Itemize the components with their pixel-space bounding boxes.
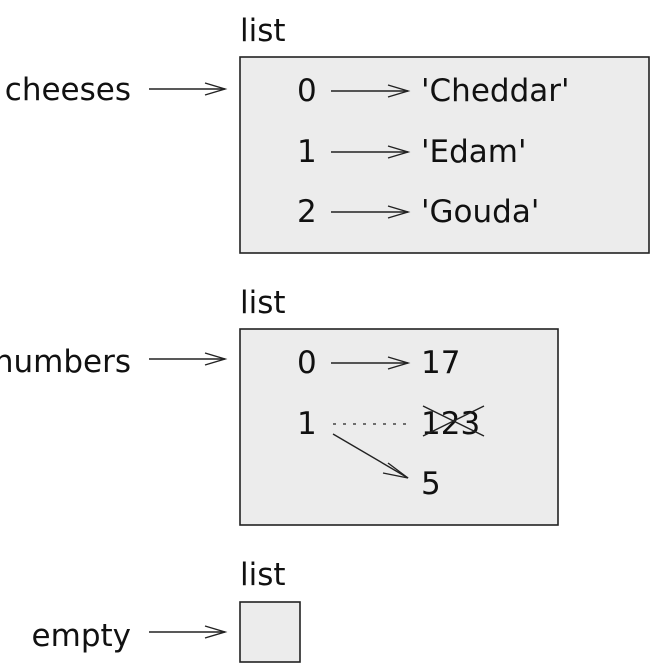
cheeses-list-box	[239, 56, 650, 254]
cheeses-item-2-arrow	[331, 205, 411, 219]
numbers-list-box	[239, 328, 559, 526]
cheeses-item-1-arrow	[331, 145, 411, 159]
empty-list-group: list empty	[32, 557, 301, 663]
numbers-type-label: list	[240, 285, 286, 321]
empty-list-box	[239, 601, 301, 663]
numbers-reference-arrow	[149, 352, 228, 366]
empty-variable-name: empty	[32, 618, 131, 654]
cheeses-item-0-arrow	[331, 84, 411, 98]
cheeses-variable-name: cheeses	[5, 72, 131, 108]
cheeses-item-2: 2 'Gouda'	[297, 194, 539, 230]
cheeses-reference-arrow	[149, 82, 228, 96]
cheeses-index-1: 1	[297, 134, 317, 170]
numbers-item-0: 0 17	[297, 345, 460, 381]
cheeses-list-group: list cheeses 0 'Cheddar' 1 'Edam' 2	[5, 13, 650, 254]
numbers-item-0-arrow	[331, 356, 411, 370]
cheeses-item-0: 0 'Cheddar'	[297, 73, 570, 109]
empty-reference-arrow	[149, 625, 228, 639]
cheeses-index-0: 0	[297, 73, 317, 109]
cheeses-value-1: 'Edam'	[421, 134, 527, 170]
numbers-old-value-1: 123	[421, 406, 480, 442]
numbers-value-0: 17	[421, 345, 460, 381]
numbers-item-1-old-value-group: 123	[421, 405, 485, 442]
numbers-list-group: list numbers 0 17 1 123	[0, 285, 559, 526]
numbers-value-1: 5	[421, 466, 441, 502]
cheeses-type-label: list	[240, 13, 286, 49]
numbers-index-0: 0	[297, 345, 317, 381]
cheeses-index-2: 2	[297, 194, 317, 230]
strikethrough-cross-icon	[422, 405, 485, 437]
numbers-index-1: 1	[297, 406, 317, 442]
numbers-item-1: 1 123 5	[297, 405, 485, 502]
cheeses-value-2: 'Gouda'	[421, 194, 539, 230]
cheeses-item-1: 1 'Edam'	[297, 134, 527, 170]
cheeses-value-0: 'Cheddar'	[421, 73, 570, 109]
numbers-item-1-new-arrow	[332, 433, 409, 479]
numbers-variable-name: numbers	[0, 344, 131, 380]
empty-type-label: list	[240, 557, 286, 593]
